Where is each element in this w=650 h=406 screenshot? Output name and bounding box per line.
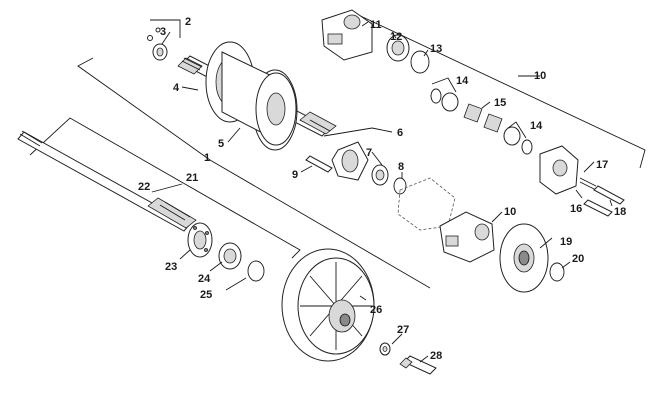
callout-4: 4	[173, 82, 180, 94]
caliper-half-11	[321, 9, 373, 61]
bolt-28	[399, 355, 437, 375]
fitting-3	[147, 27, 168, 61]
assembly-bracket-10	[337, 11, 646, 169]
callout-20: 20	[572, 253, 584, 265]
snap-ring-20	[549, 262, 565, 282]
callout-21: 21	[186, 172, 198, 184]
bearing-flange-6	[331, 141, 369, 181]
callout-1: 1	[204, 152, 210, 164]
brake-disc-19	[499, 223, 549, 293]
spring-clip-17	[579, 177, 597, 191]
callout-15: 15	[494, 97, 506, 109]
washer-27	[379, 342, 391, 356]
callout-3: 3	[160, 26, 166, 38]
assembly-bracket-21	[29, 117, 301, 259]
callout-24: 24	[198, 273, 211, 285]
callout-12: 12	[390, 31, 402, 43]
callout-22: 22	[138, 181, 150, 193]
callout-16: 16	[570, 203, 582, 215]
callout-14-right: 14	[530, 120, 543, 132]
ring-8	[393, 177, 407, 195]
drive-axle-assembly	[177, 41, 337, 151]
shaft-hub-23	[187, 222, 213, 258]
callout-27: 27	[397, 324, 409, 336]
brake-caliper-lower	[439, 211, 495, 263]
callout-9: 9	[292, 169, 298, 181]
bolts-18	[583, 185, 625, 217]
callout-5: 5	[218, 138, 224, 150]
callout-8: 8	[398, 161, 404, 173]
callout-6: 6	[397, 127, 403, 139]
callout-19: 19	[560, 236, 572, 248]
callout-labels: 1 2 3 4 5 6 7 8 9 10 10 11 12 13 14 14 1…	[138, 16, 626, 362]
callout-2: 2	[185, 16, 191, 28]
gasket-outline	[397, 177, 456, 231]
callout-28: 28	[430, 350, 442, 362]
assembly-bracket-1	[77, 57, 431, 289]
callout-7: 7	[366, 147, 372, 159]
callout-10-upper: 10	[534, 70, 546, 82]
callout-23: 23	[165, 261, 177, 273]
bolt-9	[305, 155, 333, 173]
caliper-half-16	[539, 145, 579, 195]
piston-14a	[430, 88, 459, 112]
brake-pads-15	[463, 103, 503, 133]
seal-7	[371, 164, 389, 186]
piston-14b	[503, 126, 533, 155]
callout-26: 26	[370, 304, 382, 316]
callout-13: 13	[430, 43, 442, 55]
callout-14-left: 14	[456, 75, 469, 87]
o-ring-13	[410, 50, 430, 74]
driven-sprocket-26	[281, 248, 375, 362]
callout-10-lower: 10	[504, 206, 516, 218]
drive-shaft	[17, 130, 197, 232]
callout-11: 11	[370, 19, 382, 31]
callout-17: 17	[596, 159, 608, 171]
bearing-24	[218, 242, 242, 270]
snap-ring-25	[247, 260, 265, 282]
callout-25: 25	[200, 289, 212, 301]
callout-18: 18	[614, 206, 626, 218]
bearing-12	[386, 34, 410, 62]
leader-lines	[150, 19, 613, 363]
